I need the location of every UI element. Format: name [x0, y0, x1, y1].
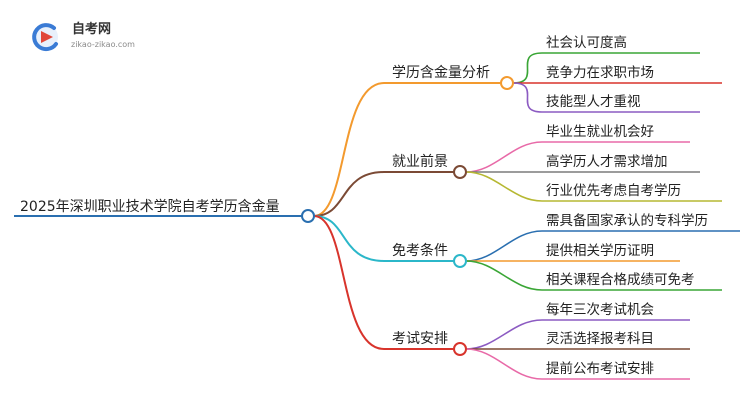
leaf-label-3-2[interactable]: 提供相关学历证明	[546, 243, 654, 259]
edge-root-to-branch-1	[313, 82, 385, 217]
leaf-label-1-2[interactable]: 竞争力在求职市场	[546, 64, 654, 81]
mindmap-nodes: 2025年深圳职业技术学院自考学历含金量 学历含金量分析 社会认可度高竞争力在求职…	[14, 34, 708, 377]
leaf-label-3-1[interactable]: 需具备国家承认的专科学历	[546, 212, 708, 229]
edge-branch-4-to-leaf-3	[465, 348, 543, 380]
leaf-label-1-3[interactable]: 技能型人才重视	[546, 94, 641, 110]
edge-branch-1-to-leaf-1	[512, 52, 543, 84]
edge-root-to-branch-3	[313, 215, 385, 262]
leaf-label-1-1[interactable]: 社会认可度高	[546, 34, 627, 51]
logo-title: 自考网	[72, 21, 111, 37]
root-connector-dot[interactable]	[301, 209, 315, 223]
edge-branch-3-to-leaf-3	[465, 260, 543, 291]
root-label: 2025年深圳职业技术学院自考学历含金量	[20, 199, 280, 215]
leaf-label-4-2[interactable]: 灵活选择报考科目	[546, 331, 654, 347]
edge-root-to-branch-4	[313, 215, 385, 350]
branch-node-4[interactable]: 考试安排	[392, 331, 467, 356]
logo-subtitle: zikao-zikao.com	[71, 40, 135, 49]
root-node[interactable]: 2025年深圳职业技术学院自考学历含金量	[14, 199, 315, 223]
leaf-label-4-3[interactable]: 提前公布考试安排	[546, 360, 654, 377]
leaf-label-3-3[interactable]: 相关课程合格成绩可免考	[546, 272, 695, 288]
leaf-label-2-1[interactable]: 毕业生就业机会好	[546, 124, 654, 140]
branch-label-1: 学历含金量分析	[392, 65, 490, 81]
logo-icon	[32, 23, 58, 52]
leaf-label-2-2[interactable]: 高学历人才需求增加	[546, 153, 668, 170]
mindmap-edges	[313, 52, 740, 380]
branch-node-2[interactable]: 就业前景	[392, 153, 467, 179]
branch-node-3[interactable]: 免考条件	[392, 242, 467, 268]
branch-node-1[interactable]: 学历含金量分析	[392, 65, 514, 90]
edge-branch-4-to-leaf-1	[465, 319, 543, 350]
edge-branch-3-to-leaf-1	[465, 230, 543, 262]
site-logo[interactable]: 自考网 zikao-zikao.com	[32, 21, 135, 52]
branch-connector-dot-3[interactable]	[453, 254, 467, 268]
branch-label-4: 考试安排	[392, 331, 448, 347]
branch-connector-dot-4[interactable]	[453, 342, 467, 356]
edge-branch-1-to-leaf-3	[512, 82, 543, 113]
branch-connector-dot-2[interactable]	[453, 165, 467, 179]
branch-connector-dot-1[interactable]	[500, 76, 514, 90]
edge-root-to-branch-2	[313, 171, 385, 217]
leaf-label-4-1[interactable]: 每年三次考试机会	[546, 302, 654, 318]
branch-label-2: 就业前景	[392, 153, 448, 170]
branch-label-3: 免考条件	[392, 242, 448, 259]
leaf-label-2-3[interactable]: 行业优先考虑自考学历	[546, 183, 681, 199]
edge-branch-2-to-leaf-3	[465, 171, 543, 202]
edge-branch-2-to-leaf-1	[465, 141, 543, 173]
